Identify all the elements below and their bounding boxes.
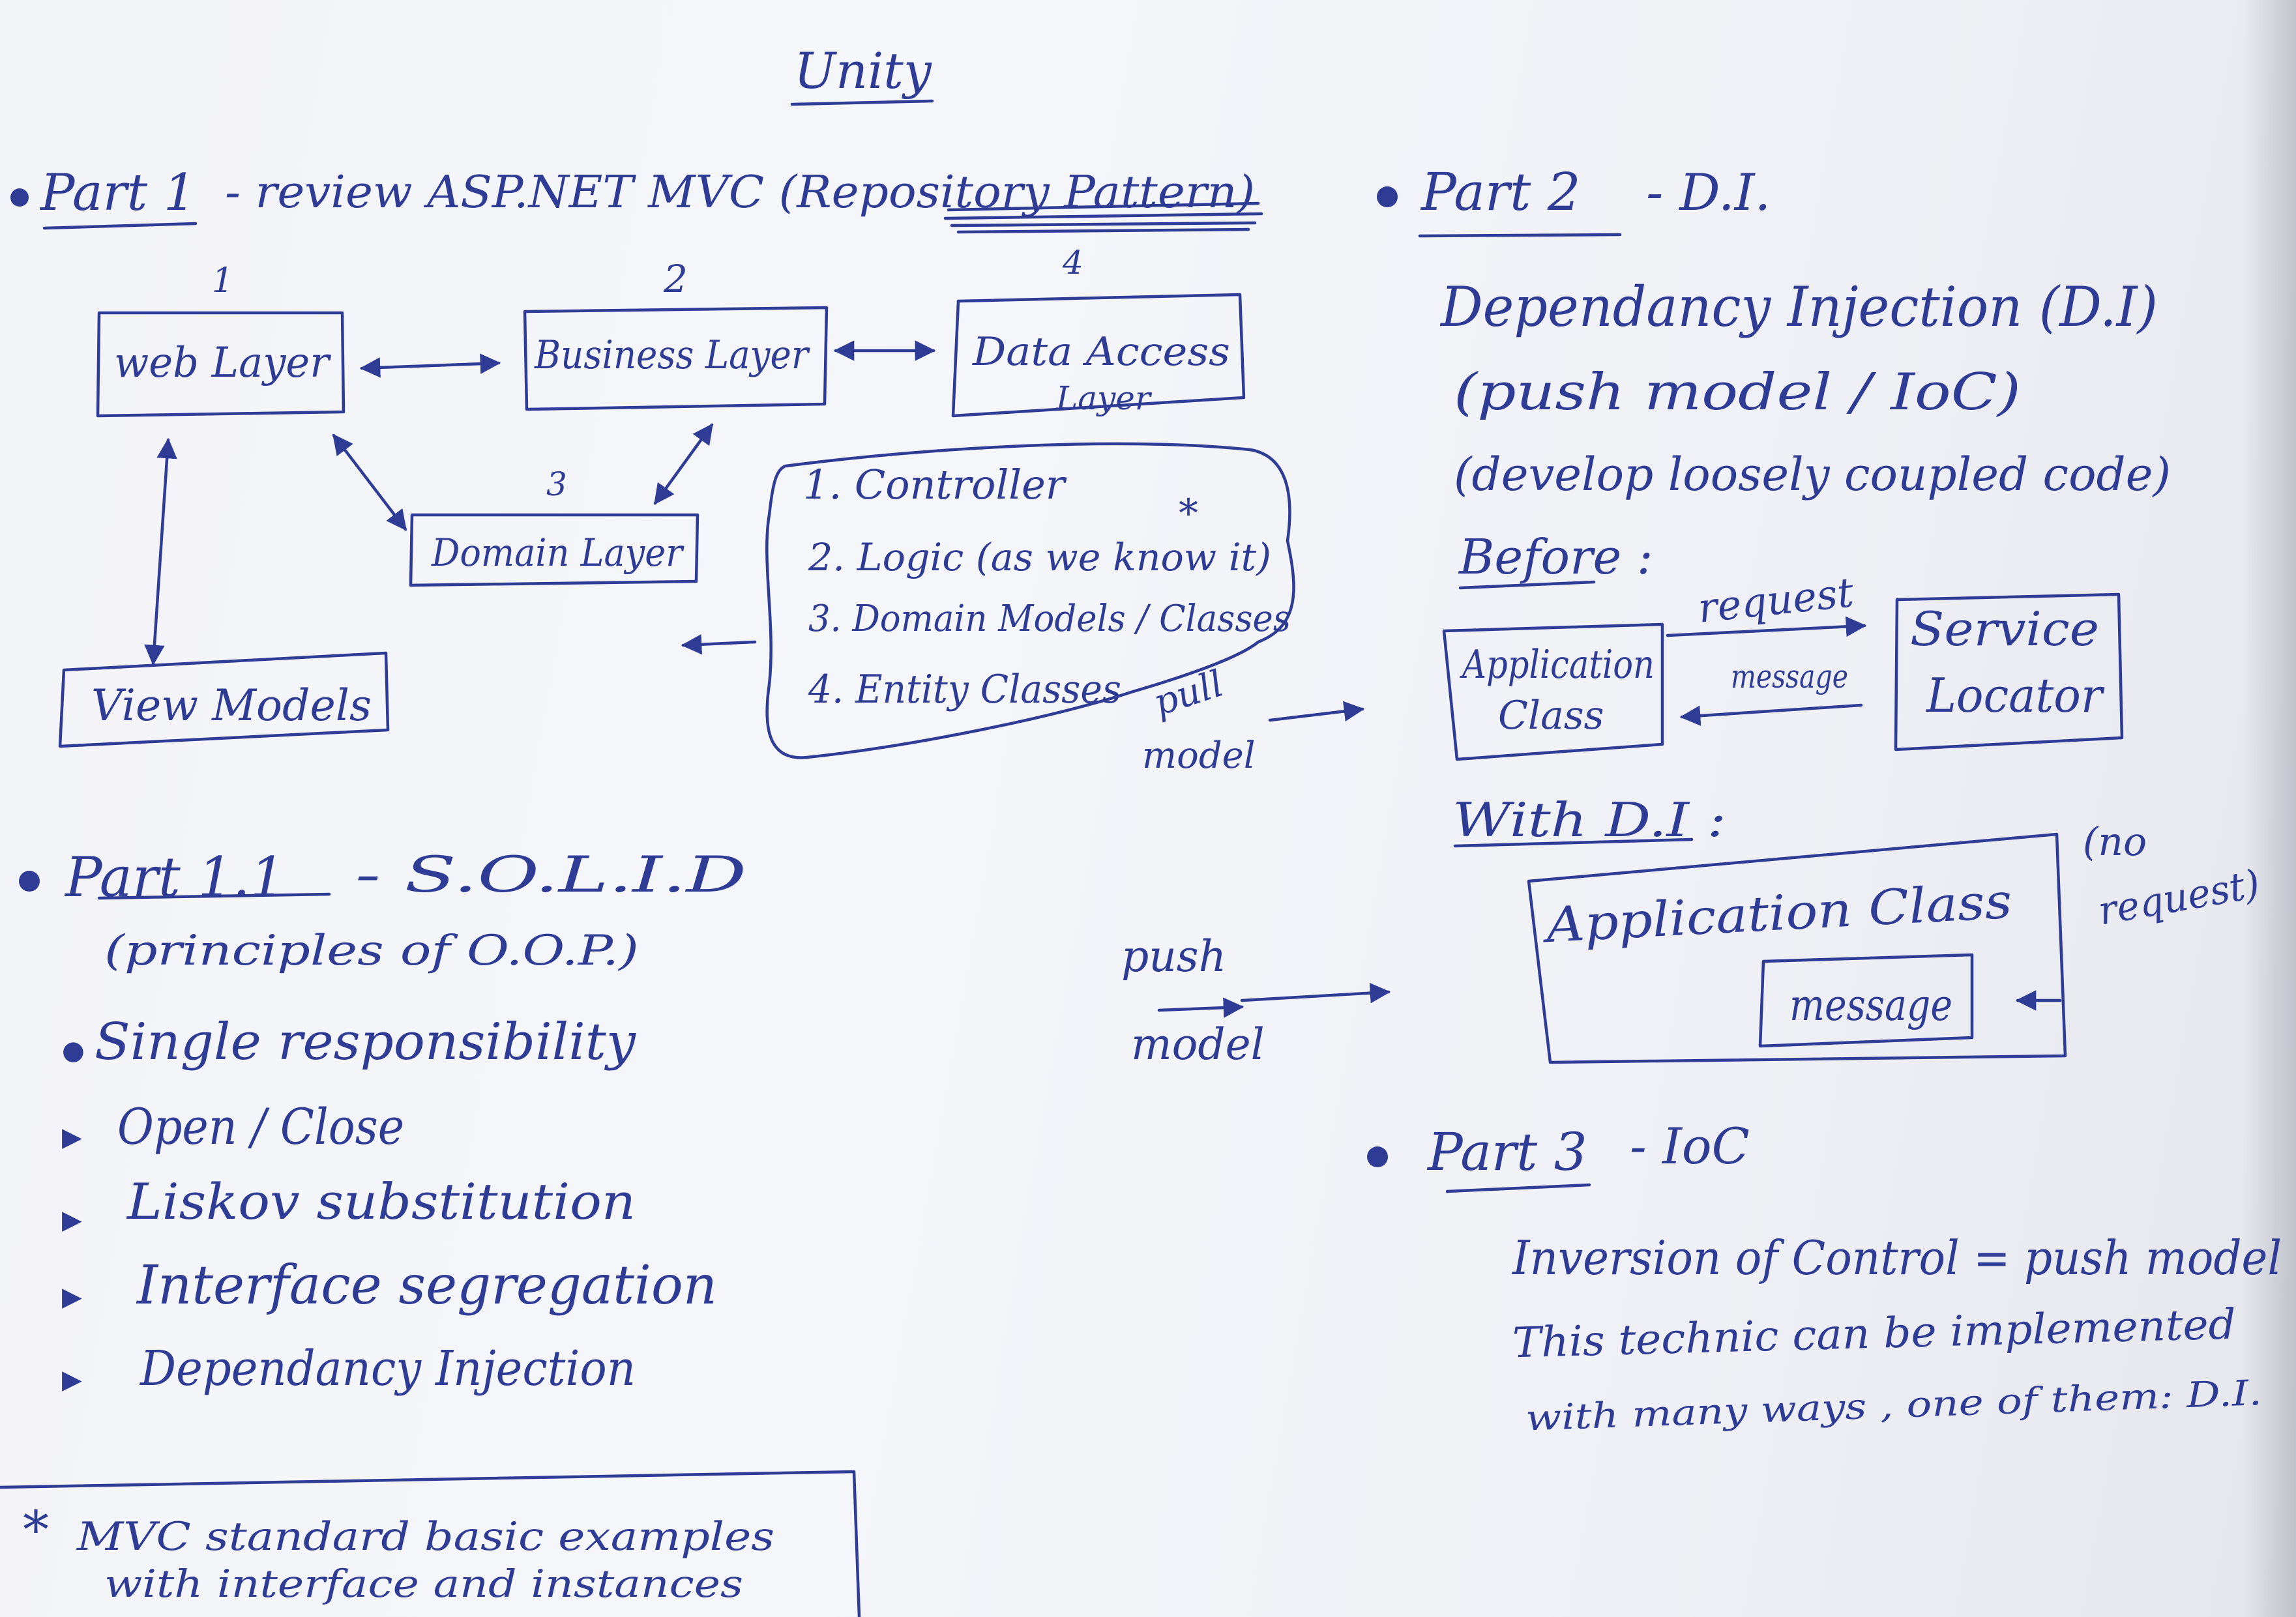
- footnote-line-2: with interface and instances: [104, 1562, 743, 1606]
- before-underline: [1458, 580, 1596, 590]
- message-with-di-label: message: [1789, 980, 1952, 1030]
- list-item-2: 2. Logic (as we know it): [808, 535, 1271, 579]
- web-layer-label: web Layer: [114, 339, 331, 387]
- domain-layer-label: Domain Layer: [431, 531, 684, 575]
- business-layer-box: [523, 306, 829, 411]
- solid-bullet-4: ▶: [62, 1282, 82, 1312]
- solid-bullet-5: ▶: [62, 1365, 82, 1395]
- number-1: 1: [212, 261, 233, 300]
- part11-heading: Part 1.1: [64, 845, 285, 909]
- message-box-with-di: [1758, 953, 1974, 1048]
- solid-bullet-2: ▶: [62, 1122, 82, 1152]
- pull-model-arrow: [1268, 701, 1365, 722]
- footnote-line-1: MVC standard basic examples: [76, 1514, 774, 1560]
- message-arrow: [1679, 703, 1863, 726]
- arrow-domain-business: [653, 423, 714, 505]
- part3-heading: Part 3: [1426, 1122, 1587, 1182]
- view-models-box: [58, 651, 390, 748]
- list-item-4: 4. Entity Classes: [808, 667, 1121, 712]
- solid-bullet-1: ●: [62, 1036, 85, 1066]
- request-arrow: [1666, 616, 1867, 637]
- solid-item-4: Interface segregation: [136, 1255, 717, 1317]
- part2-line-1: Dependancy Injection (D.I): [1439, 275, 2158, 339]
- business-layer-label: Business Layer: [534, 332, 810, 378]
- solid-item-1: Single responsibility: [95, 1013, 636, 1071]
- pull-model-label: model: [1142, 735, 1256, 777]
- with-di-label: With D.I :: [1452, 793, 1726, 847]
- part2-text: - D.I.: [1646, 164, 1771, 222]
- part11-underline: [97, 892, 331, 900]
- number-4: 4: [1062, 244, 1083, 282]
- part1-underline: [42, 222, 198, 230]
- push-model-arrow-short: [1157, 997, 1244, 1018]
- service-locator-2: Locator: [1925, 668, 2104, 723]
- solid-item-2: Open / Close: [117, 1098, 404, 1156]
- list-item-1: 1. Controller: [803, 461, 1067, 508]
- app-class-before-1: Application: [1460, 642, 1655, 688]
- with-di-underline: [1453, 838, 1694, 848]
- data-access-layer-box: [951, 293, 1246, 418]
- app-class-box-before: [1442, 622, 1664, 761]
- part2-heading: Part 2: [1420, 162, 1581, 222]
- push-model-arrow-long: [1240, 982, 1391, 1004]
- part3-line-2: This technic can be implemented: [1512, 1300, 2237, 1367]
- part2-line-3: (develop loosely coupled code): [1454, 448, 2171, 501]
- pull-label: pull: [1149, 662, 1229, 724]
- request-label: request: [1696, 568, 1856, 632]
- part3-text: - IoC: [1630, 1117, 1750, 1175]
- page-title: Unity: [794, 42, 932, 100]
- number-3: 3: [546, 465, 567, 503]
- push-label: push: [1121, 931, 1226, 982]
- service-locator-1: Service: [1910, 602, 2099, 656]
- part2-line-2: (push model / IoC): [1454, 363, 2021, 422]
- before-label: Before :: [1458, 529, 1653, 585]
- no-request-1: (no: [2083, 819, 2147, 865]
- app-class-with-di-label: Application Class: [1540, 873, 2013, 954]
- footnote-box: [0, 1470, 861, 1617]
- number-2: 2: [663, 257, 688, 301]
- components-list-bubble: [765, 442, 1295, 759]
- part1-text: - review ASP.NET MVC (Repository Pattern…: [225, 167, 1255, 218]
- app-class-before-2: Class: [1498, 693, 1604, 738]
- part3-line-3: with many ways , one of them: D.I.: [1525, 1372, 2263, 1438]
- part2-underline: [1418, 233, 1622, 238]
- part11-text: - S.O.L.I.D: [355, 845, 746, 903]
- scribble-strikeout: [943, 201, 1263, 234]
- solid-item-5: Dependancy Injection: [139, 1341, 636, 1397]
- part3-underline: [1445, 1183, 1591, 1193]
- part11-bullet: [19, 871, 40, 892]
- push-model-label: model: [1131, 1019, 1265, 1070]
- list-item-asterisk: *: [1179, 491, 1198, 536]
- domain-layer-box: [409, 513, 699, 587]
- arrow-web-viewmodels: [144, 437, 177, 666]
- part1-bullet: [10, 188, 29, 207]
- arrow-list-to-layers: [681, 634, 757, 655]
- footnote-star: *: [23, 1500, 49, 1560]
- app-class-box-with-di: [1527, 832, 2067, 1064]
- data-access-label-1: Data Access: [972, 329, 1230, 375]
- data-access-label-2: Layer: [1055, 379, 1153, 417]
- service-locator-box: [1894, 592, 2124, 751]
- part3-line-1: Inversion of Control = push model: [1511, 1231, 2282, 1285]
- title-underline: [790, 99, 934, 106]
- part1-heading: Part 1: [39, 164, 196, 222]
- arrow-web-business: [359, 353, 501, 378]
- list-item-3: 3. Domain Models / Classes: [808, 598, 1291, 640]
- no-request-2: request): [2095, 861, 2263, 934]
- solid-bullet-3: ▶: [62, 1205, 82, 1235]
- solid-item-3: Liskov substitution: [126, 1173, 636, 1231]
- part3-bullet: [1367, 1146, 1388, 1167]
- arrow-web-domain: [332, 433, 407, 531]
- paper-edge-shadow: [2243, 0, 2296, 1617]
- part2-bullet: [1377, 186, 1398, 207]
- view-models-label: View Models: [91, 680, 372, 731]
- part11-subtitle: (principles of O.O.P.): [104, 927, 639, 975]
- message-label: message: [1731, 658, 1848, 695]
- web-layer-box: [96, 311, 346, 418]
